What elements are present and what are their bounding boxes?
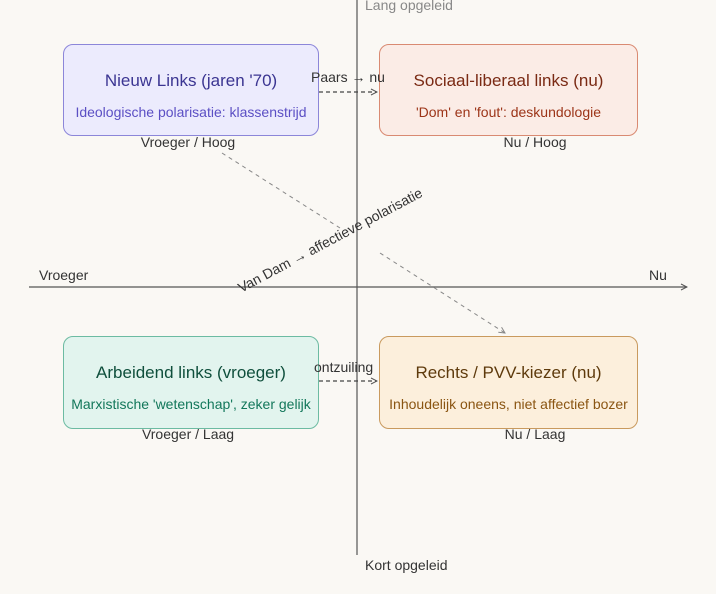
quadrant-title: Arbeidend links (vroeger)	[96, 363, 286, 382]
axis-label-bottom: Kort opgeleid	[365, 557, 448, 573]
quadrant-sociaal-liberaal: Sociaal-liberaal links (nu) 'Dom' en 'fo…	[379, 44, 638, 136]
quadrant-subtitle: Marxistische 'wetenschap', zeker gelijk	[71, 396, 311, 412]
arrow-diagonal-b	[379, 252, 505, 333]
arrow-label-ontzuiling: ontzuiling	[314, 359, 374, 375]
quadrant-nieuw-links: Nieuw Links (jaren '70) Ideologische pol…	[63, 44, 319, 136]
position-label: Nu / Hoog	[503, 134, 567, 150]
quadrant-rechts-pvv: Rechts / PVV-kiezer (nu) Inhoudelijk one…	[379, 336, 638, 429]
quadrant-subtitle: Inhoudelijk oneens, niet affectief bozer	[389, 396, 628, 412]
quadrant-subtitle: 'Dom' en 'fout': deskundologie	[415, 104, 602, 120]
arrow-diagonal-a	[221, 152, 341, 229]
arrow-label-paars: Paars → nu	[311, 69, 385, 85]
quadrant-title: Rechts / PVV-kiezer (nu)	[415, 363, 602, 382]
quadrant-title: Nieuw Links (jaren '70)	[104, 71, 278, 90]
axis-label-right: Nu	[649, 267, 667, 283]
axis-label-left: Vroeger	[39, 267, 89, 283]
quadrant-title: Sociaal-liberaal links (nu)	[413, 71, 604, 90]
quadrant-subtitle: Ideologische polarisatie: klassenstrijd	[75, 104, 307, 120]
axis-label-top: Lang opgeleid	[365, 0, 453, 13]
position-label: Vroeger / Hoog	[140, 134, 236, 150]
quadrant-arbeidend-links: Arbeidend links (vroeger) Marxistische '…	[63, 336, 319, 429]
position-label: Vroeger / Laag	[141, 426, 235, 442]
position-label: Nu / Laag	[504, 426, 566, 442]
